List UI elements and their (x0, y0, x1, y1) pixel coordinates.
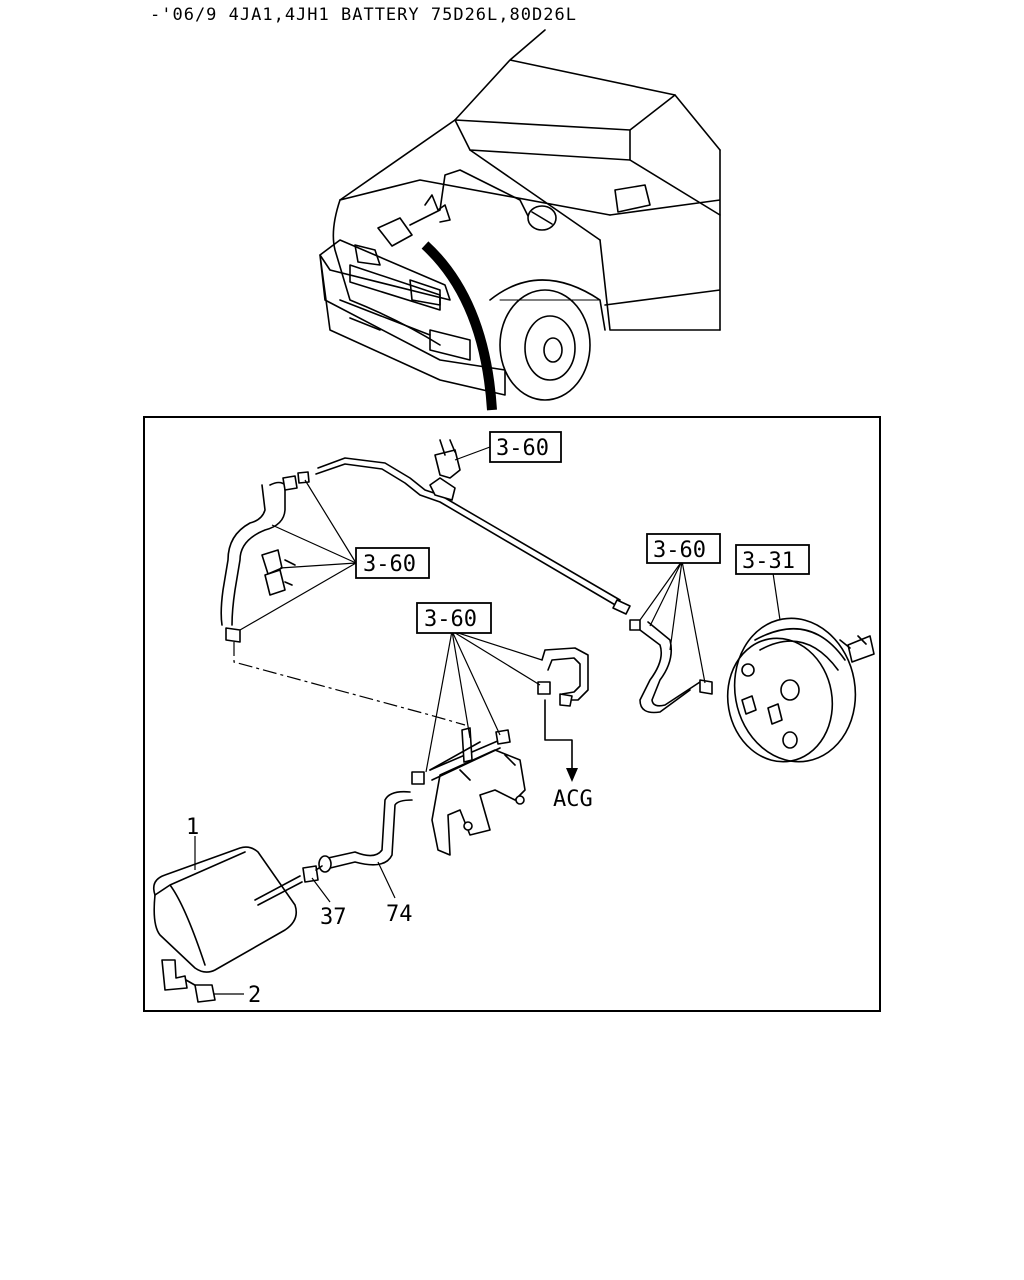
callout-booster[interactable]: 3-31 (735, 544, 810, 575)
vacuum-tank (152, 846, 303, 991)
vehicle-illustration (319, 29, 721, 411)
callout-right[interactable]: 3-60 (646, 533, 721, 564)
pipe-clip-top (429, 439, 461, 501)
callout-center[interactable]: 3-60 (416, 602, 492, 634)
pipe-clip-left (261, 549, 296, 596)
part-label-bolt[interactable]: 2 (248, 983, 261, 1008)
brake-booster (726, 617, 875, 763)
svg-text:3-60: 3-60 (424, 607, 477, 632)
leader-lines (194, 446, 781, 995)
clamp-37 (302, 865, 323, 883)
header-title: -'06/9 4JA1,4JH1 BATTERY 75D26L,80D26L (150, 5, 577, 25)
svg-text:3-31: 3-31 (742, 549, 795, 574)
callout-clip-top[interactable]: 3-60 (489, 431, 562, 463)
hose-bracket (429, 727, 526, 856)
connection-guide-left (233, 642, 466, 726)
hose-74 (318, 790, 413, 873)
svg-text:3-60: 3-60 (496, 436, 549, 461)
callout-hose-left[interactable]: 3-60 (355, 547, 430, 579)
part-label-tank[interactable]: 1 (186, 815, 199, 840)
acg-label: ACG (553, 787, 593, 812)
detail-frame (143, 416, 881, 1012)
acg-hose: ACG (537, 647, 593, 812)
vacuum-pipe (220, 457, 713, 714)
svg-text:3-60: 3-60 (653, 538, 706, 563)
bolt-2 (185, 979, 216, 1003)
svg-text:3-60: 3-60 (363, 552, 416, 577)
part-label-hose[interactable]: 74 (386, 902, 413, 927)
part-label-clamp[interactable]: 37 (320, 905, 347, 930)
